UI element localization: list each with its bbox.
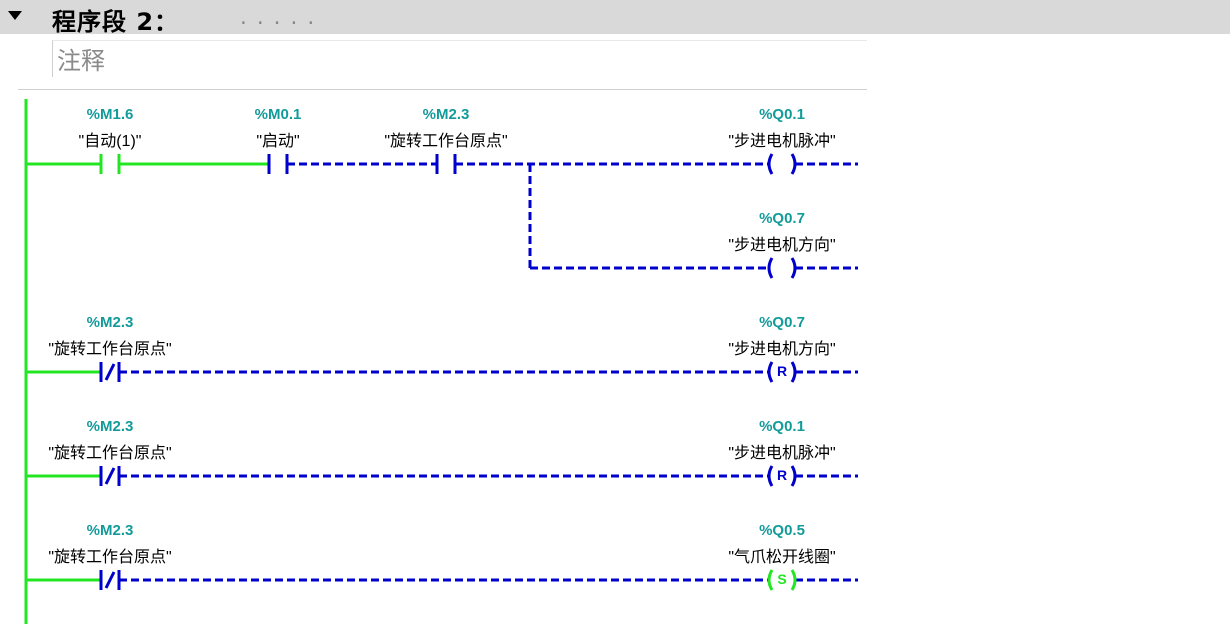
- coil-coil[interactable]: [767, 153, 797, 175]
- coil-symbol[interactable]: "步进电机方向": [728, 341, 836, 358]
- coil-reset[interactable]: [767, 465, 797, 487]
- coil-set[interactable]: [767, 569, 797, 591]
- coil-address[interactable]: %Q0.7: [759, 210, 805, 227]
- contact-address[interactable]: %M2.3: [86, 522, 134, 539]
- nc-contact[interactable]: [99, 362, 121, 382]
- network-comment-field[interactable]: 注释: [52, 40, 867, 77]
- coil-address[interactable]: %Q0.1: [759, 106, 805, 123]
- no-contact[interactable]: [99, 154, 121, 174]
- comment-divider: [18, 89, 867, 90]
- coil-reset[interactable]: [767, 361, 797, 383]
- coil-symbol[interactable]: "步进电机脉冲": [728, 133, 836, 150]
- nc-contact[interactable]: [99, 570, 121, 590]
- coil-address[interactable]: %Q0.1: [759, 418, 805, 435]
- coil-address[interactable]: %Q0.7: [759, 314, 805, 331]
- contact-address[interactable]: %M0.1: [254, 106, 302, 123]
- coil-symbol[interactable]: "步进电机脉冲": [728, 445, 836, 462]
- network-title-placeholder[interactable]: .....: [238, 8, 323, 29]
- network-header[interactable]: 程序段 2： .....: [0, 0, 1230, 36]
- contact-symbol[interactable]: "旋转工作台原点": [384, 133, 508, 150]
- contact-symbol[interactable]: "旋转工作台原点": [48, 549, 172, 566]
- contact-symbol[interactable]: "旋转工作台原点": [48, 445, 172, 462]
- contact-symbol[interactable]: "自动(1)": [78, 133, 142, 150]
- collapse-triangle-icon[interactable]: [8, 11, 22, 20]
- contact-slash: [104, 571, 116, 589]
- network-title: 程序段 2：: [52, 8, 180, 36]
- coil-letter[interactable]: S: [777, 571, 787, 587]
- contact-symbol[interactable]: "启动": [256, 133, 300, 150]
- contact-symbol[interactable]: "旋转工作台原点": [48, 341, 172, 358]
- coil-symbol[interactable]: "步进电机方向": [728, 237, 836, 254]
- contact-address[interactable]: %M2.3: [422, 106, 470, 123]
- contact-address[interactable]: %M2.3: [86, 314, 134, 331]
- no-contact[interactable]: [267, 154, 289, 174]
- coil-address[interactable]: %Q0.5: [759, 522, 805, 539]
- coil-coil[interactable]: [767, 257, 797, 279]
- contact-slash: [104, 363, 116, 381]
- comment-placeholder: 注释: [57, 47, 105, 75]
- contact-address[interactable]: %M1.6: [86, 106, 134, 123]
- nc-contact[interactable]: [99, 466, 121, 486]
- contact-slash: [104, 467, 116, 485]
- no-contact[interactable]: [435, 154, 457, 174]
- contact-address[interactable]: %M2.3: [86, 418, 134, 435]
- coil-letter[interactable]: R: [776, 363, 788, 379]
- coil-letter[interactable]: R: [776, 467, 788, 483]
- coil-symbol[interactable]: "气爪松开线圈": [728, 549, 836, 566]
